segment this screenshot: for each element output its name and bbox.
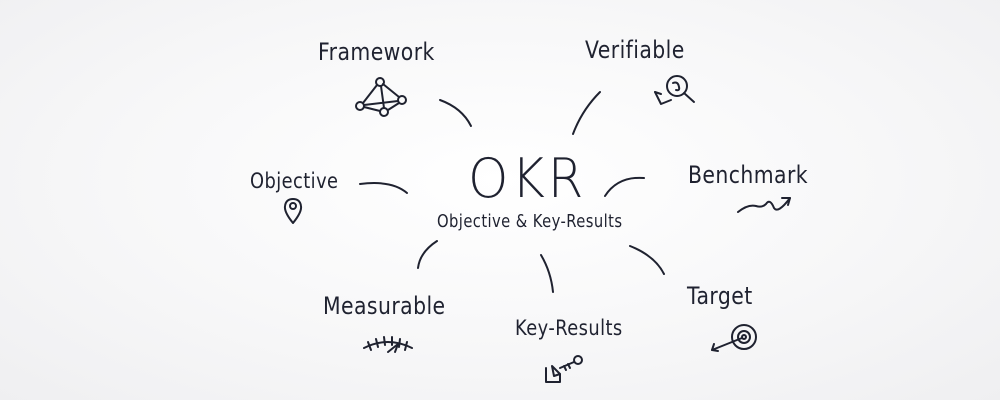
connector-framework [439,99,472,127]
connector-measurable [417,240,438,269]
location-pin-icon [282,197,304,225]
center-subtitle: Objective & Key-Results [437,211,623,232]
target-icon [708,322,760,354]
trend-arrow-icon [736,194,794,216]
node-objective-label: Objective [250,169,339,193]
magnifier-check-icon [651,72,701,110]
node-target-label: Target [687,282,753,310]
connector-benchmark [604,176,645,197]
network-icon [354,76,408,118]
node-verifiable-label: Verifiable [585,36,685,64]
center-title: OKR [468,147,587,210]
node-key-results-label: Key-Results [515,316,623,340]
connector-key-results [540,254,554,293]
key-icon [542,348,586,386]
connector-verifiable [572,91,601,135]
connector-objective [359,182,408,194]
node-measurable-label: Measurable [323,292,446,320]
node-framework-label: Framework [318,38,435,66]
connector-target [629,245,665,275]
node-benchmark-label: Benchmark [688,161,809,189]
gauge-icon [362,334,418,360]
